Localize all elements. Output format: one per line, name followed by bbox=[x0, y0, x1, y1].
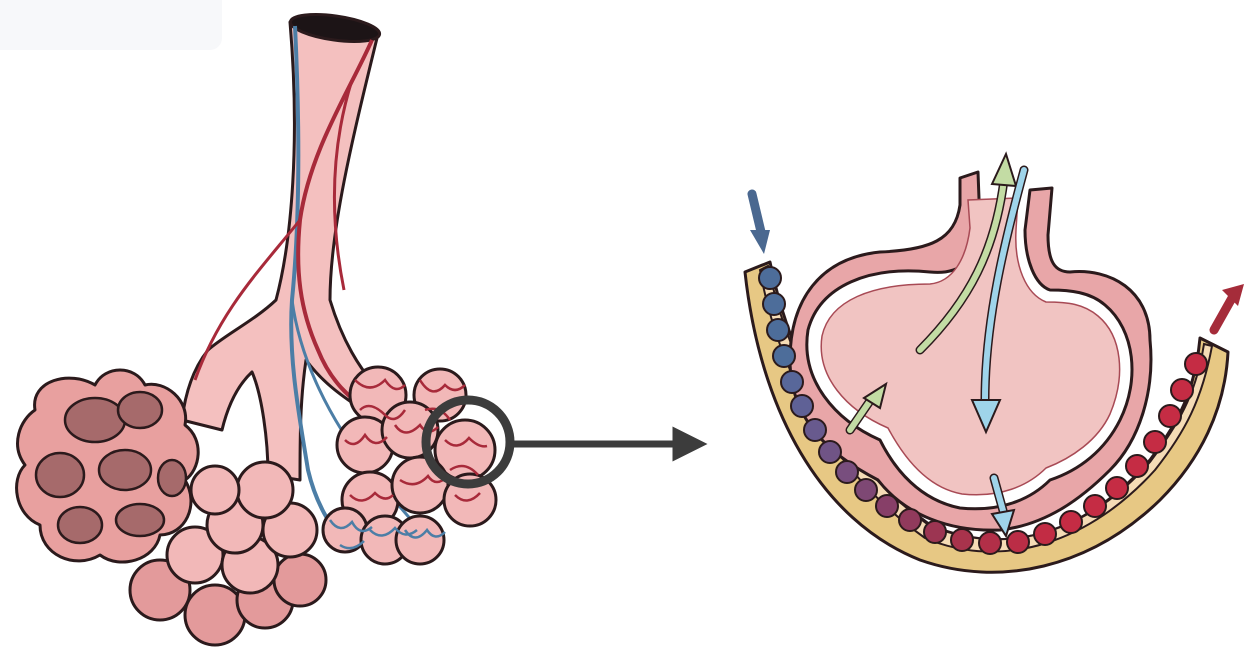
blood-cell bbox=[819, 441, 841, 463]
blood-cell bbox=[924, 521, 946, 543]
blood-cell bbox=[763, 293, 785, 315]
blood-cell bbox=[1034, 523, 1056, 545]
blood-out-arrow-icon bbox=[1214, 284, 1244, 330]
blood-cell bbox=[773, 345, 795, 367]
alveoli-capillary-cluster bbox=[323, 367, 510, 564]
blood-cell bbox=[1159, 405, 1181, 427]
blood-cell bbox=[899, 509, 921, 531]
blood-cell bbox=[836, 461, 858, 483]
blood-cell bbox=[1007, 531, 1029, 553]
blood-cell bbox=[1106, 477, 1128, 499]
blood-cell bbox=[759, 267, 781, 289]
blood-cell bbox=[781, 371, 803, 393]
blood-cell bbox=[1126, 455, 1148, 477]
blood-cell bbox=[1084, 495, 1106, 517]
blood-in-arrow-icon bbox=[750, 194, 770, 254]
blood-cell bbox=[855, 479, 877, 501]
blood-cell bbox=[1171, 379, 1193, 401]
blood-cell bbox=[979, 532, 1001, 554]
blood-cell bbox=[951, 529, 973, 551]
cut-alveolar-sac bbox=[17, 370, 199, 562]
blood-cell bbox=[791, 395, 813, 417]
blood-cell bbox=[767, 319, 789, 341]
blood-cell bbox=[1144, 431, 1166, 453]
blood-cell bbox=[1060, 511, 1082, 533]
blood-cell bbox=[876, 495, 898, 517]
blood-cell bbox=[804, 419, 826, 441]
gas-exchange-detail bbox=[745, 154, 1244, 572]
blood-cell bbox=[1185, 353, 1207, 375]
bronchiole-tree bbox=[17, 10, 510, 645]
